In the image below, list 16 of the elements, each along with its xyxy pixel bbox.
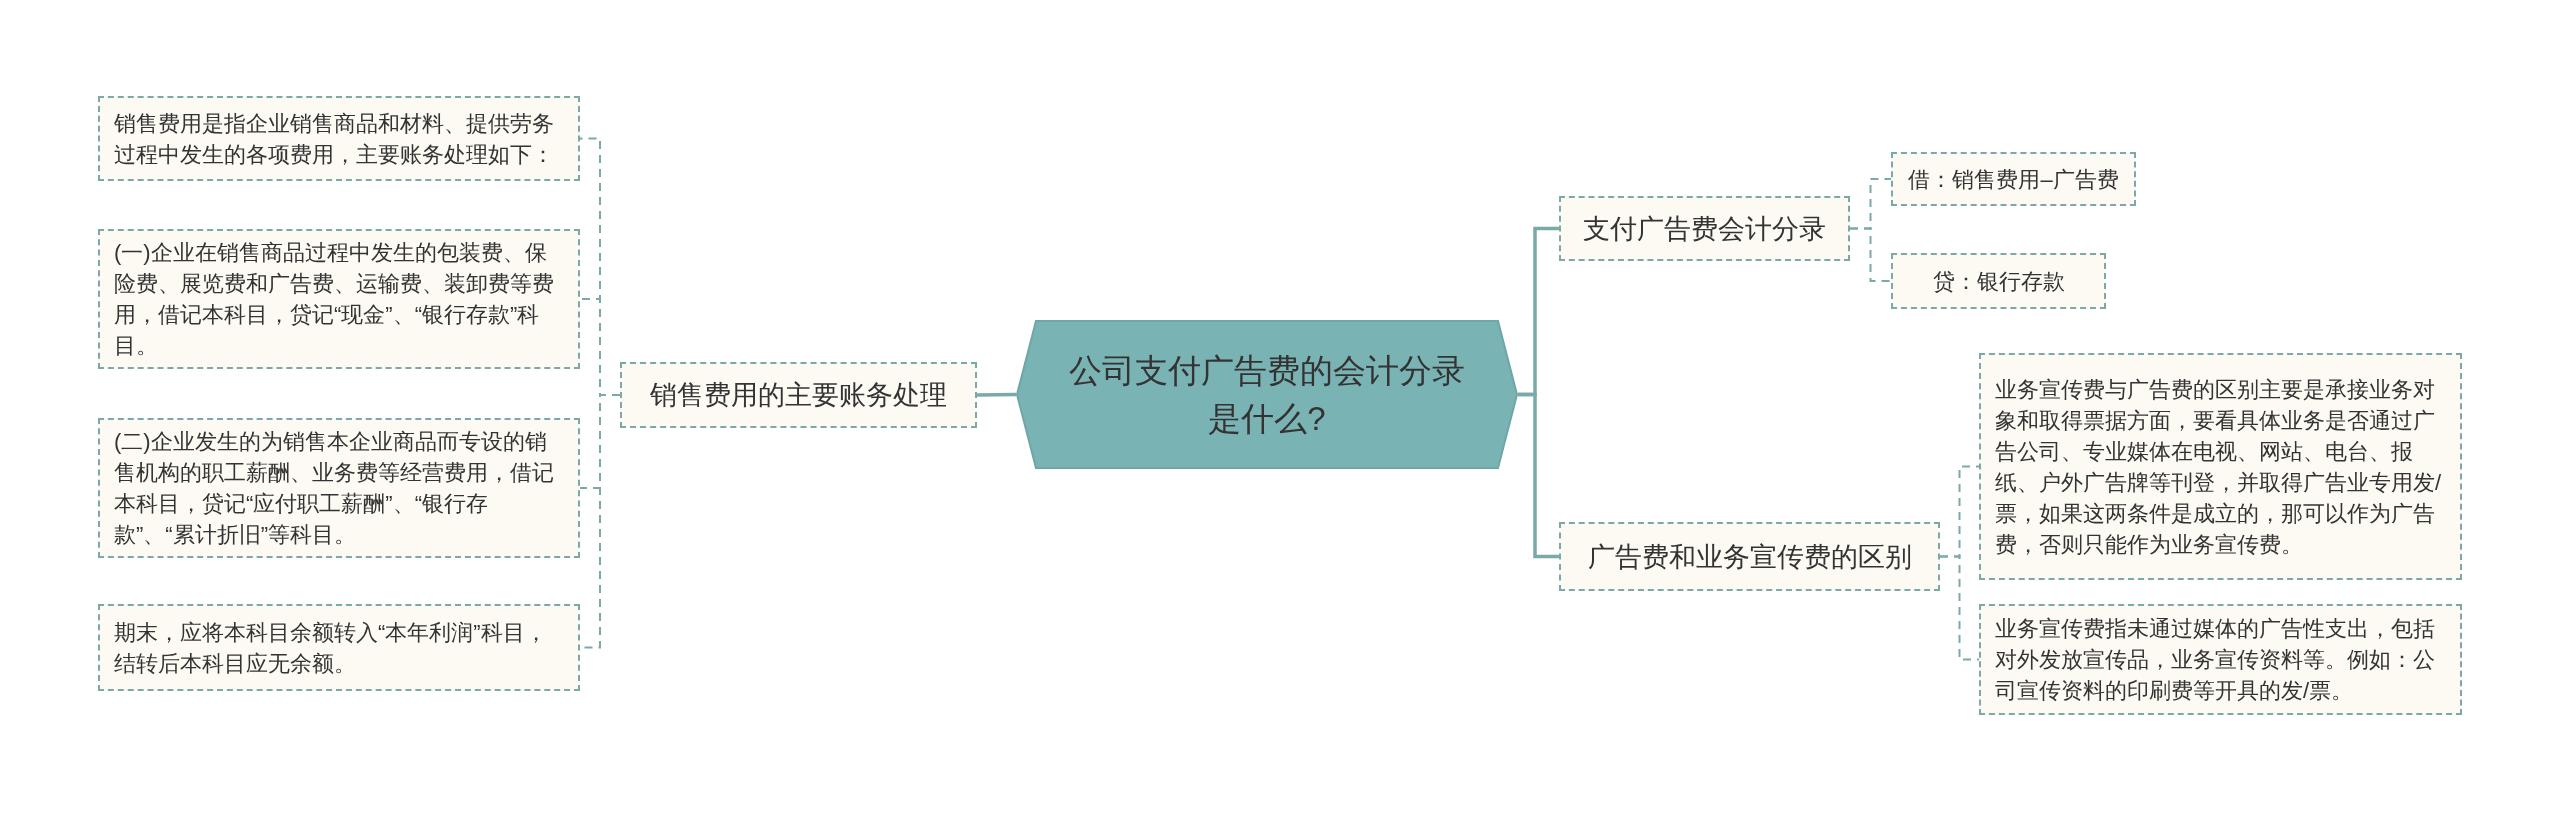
note-box: (二)企业发生的为销售本企业商品而专设的销售机构的职工薪酬、业务费等经营费用，借记本科目，贷记“应付职工薪酬”、“银行存款”、“累计折旧”等科目。 (98, 418, 580, 558)
connector-line (1849, 227, 1892, 282)
connector-line (1518, 392, 1559, 559)
connector-line (1939, 555, 1980, 661)
topic-box: 支付广告费会计分录 (1559, 196, 1850, 261)
topic-box: 广告费和业务宣传费的区别 (1559, 522, 1940, 591)
connector-line (976, 392, 1017, 397)
note-box: 销售费用是指企业销售商品和材料、提供劳务过程中发生的各项费用，主要账务处理如下： (98, 96, 580, 181)
note-box: 贷：银行存款 (1891, 253, 2106, 309)
central-topic-hexagon: 公司支付广告费的会计分录是什么? (1016, 320, 1518, 469)
note-box: 期末，应将本科目余额转入“本年利润”科目，结转后本科目应无余额。 (98, 604, 580, 691)
note-box: 借：销售费用–广告费 (1891, 152, 2136, 206)
note-box: 业务宣传费指未通过媒体的广告性支出，包括对外发放宣传品，业务宣传资料等。例如：公司宣传资料的印刷费等开具的发/票。 (1979, 604, 2462, 715)
topic-box: 销售费用的主要账务处理 (620, 362, 977, 428)
note-box: 业务宣传费与广告费的区别主要是承接业务对象和取得票据方面，要看具体业务是否通过广告公司、专业媒体在电视、网站、电台、报纸、户外广告牌等刊登，并取得广告业专用发/票，如果这两条件是成立的，那可以作为广告费，否则只能作为业务宣传费。 (1979, 353, 2462, 580)
note-box: (一)企业在销售商品过程中发生的包装费、保险费、展览费和广告费、运输费、装卸费等费用，借记本科目，贷记“现金”、“银行存款”科目。 (98, 229, 580, 369)
